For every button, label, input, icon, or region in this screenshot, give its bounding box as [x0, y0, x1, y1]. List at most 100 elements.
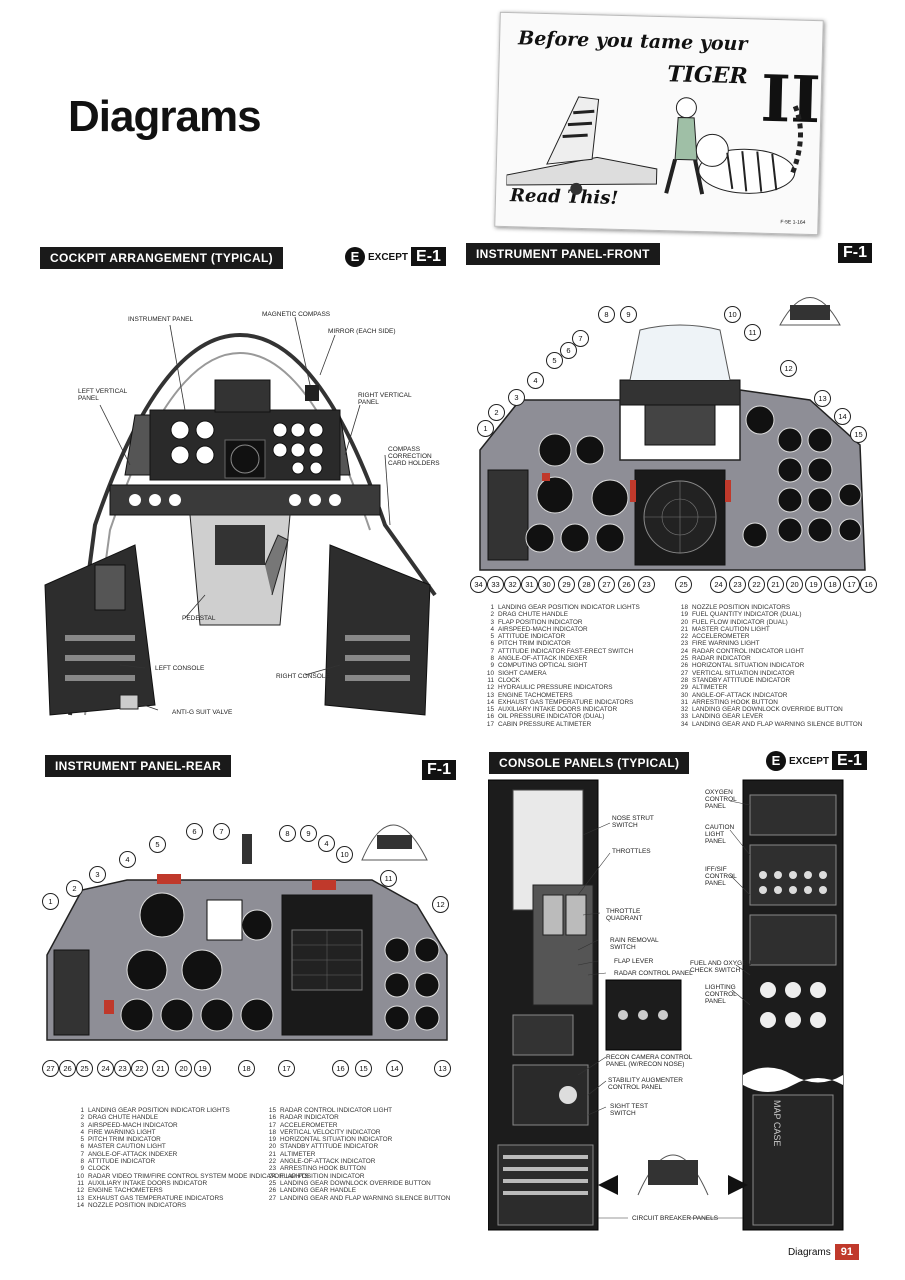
legend-number: 8	[490, 655, 494, 663]
rear-callout-b1: 27	[42, 1060, 59, 1077]
label-caution-light-panel: CAUTION LIGHT PANEL	[705, 824, 735, 845]
front-callout-14: 14	[834, 408, 851, 425]
legend-text: MASTER CAUTION LIGHT	[692, 625, 770, 633]
front-callout-b19: 17	[843, 576, 860, 593]
rear-callout-b8: 20	[175, 1060, 192, 1077]
legend-text: ATTITUDE INDICATOR	[88, 1158, 156, 1166]
legend-number: 30	[680, 691, 688, 699]
page-title: Diagrams	[68, 92, 262, 141]
label-anti-g-suit-valve: ANTI-G SUIT VALVE	[172, 709, 233, 716]
legend-number: 19	[680, 611, 688, 619]
rear-callout-b10: 18	[238, 1060, 255, 1077]
front-callout-b10: 23	[638, 576, 655, 593]
label-right-vertical-panel: RIGHT VERTICAL PANEL	[358, 392, 412, 406]
front-header: INSTRUMENT PANEL-FRONT	[466, 243, 660, 265]
label-magnetic-compass: MAGNETIC COMPASS	[262, 311, 331, 318]
console-illustration	[488, 779, 844, 1231]
front-callout-b20: 16	[860, 576, 877, 593]
cockpit-illustration	[44, 316, 437, 716]
label-left-console: LEFT CONSOLE	[155, 665, 205, 672]
label-lighting-control-panel: LIGHTING CONTROL PANEL	[705, 984, 737, 1005]
legend-text: FLAP POSITION INDICATOR	[280, 1172, 365, 1180]
front-callout-b6: 29	[558, 576, 575, 593]
legend-number: 2	[490, 611, 494, 619]
front-callout-b3: 32	[504, 576, 521, 593]
rear-header: INSTRUMENT PANEL-REAR	[45, 755, 232, 777]
legend-text: CLOCK	[498, 676, 521, 684]
legend-number: 11	[77, 1179, 84, 1187]
legend-text: ACCELEROMETER	[280, 1121, 338, 1129]
legend-number: 2	[80, 1114, 84, 1122]
legend-number: 33	[680, 713, 688, 721]
label-instrument-panel: INSTRUMENT PANEL	[128, 316, 194, 323]
legend-text: SIGHT CAMERA	[498, 669, 547, 677]
legend-number: 25	[268, 1179, 276, 1187]
front-callout-b18: 18	[824, 576, 841, 593]
rear-callout-4b: 4	[318, 835, 335, 852]
legend-text: NOZZLE POSITION INDICATORS	[692, 604, 791, 611]
legend-number: 6	[80, 1143, 84, 1151]
legend-number: 24	[268, 1172, 276, 1180]
front-callout-12: 12	[780, 360, 797, 377]
legend-text: ATTITUDE INDICATOR	[498, 633, 566, 641]
front-callout-b1: 34	[470, 576, 487, 593]
rear-callout-b12: 16	[332, 1060, 349, 1077]
rear-callout-b14: 14	[386, 1060, 403, 1077]
front-callout-4: 4	[527, 372, 544, 389]
front-panel-illustration	[479, 297, 866, 571]
rear-callout-8: 8	[279, 825, 296, 842]
front-callout-b11: 25	[675, 576, 692, 593]
legend-text: HORIZONTAL SITUATION INDICATOR	[280, 1136, 393, 1144]
legend-text: AUXILIARY INTAKE DOORS INDICATOR	[498, 706, 618, 714]
legend-text: STANDBY ATTITUDE INDICATOR	[692, 676, 791, 684]
page-number: 91	[834, 1244, 859, 1260]
legend-text: RADAR CONTROL INDICATOR LIGHT	[280, 1107, 393, 1114]
rear-callout-7: 7	[213, 823, 230, 840]
rear-callout-b2: 26	[59, 1060, 76, 1077]
legend-number: 19	[268, 1136, 276, 1144]
legend-number: 16	[268, 1114, 276, 1122]
rear-model-badge: F-1	[422, 760, 456, 780]
rear-callout-1: 1	[42, 893, 59, 910]
legend-number: 20	[268, 1143, 276, 1151]
rear-callout-10: 10	[336, 846, 353, 863]
front-callout-5: 5	[546, 352, 563, 369]
legend-text: FIRE WARNING LIGHT	[692, 640, 760, 648]
legend-number: 31	[680, 698, 688, 706]
legend-item: 11 AUXILIARY INTAKE DOORS INDICATOR	[70, 1180, 309, 1187]
legend-text: ANGLE-OF-ATTACK INDEXER	[88, 1150, 178, 1158]
legend-text: HYDRAULIC PRESSURE INDICATORS	[498, 684, 613, 692]
front-callout-b12: 24	[710, 576, 727, 593]
poster-line2: TIGER	[666, 61, 749, 90]
legend-text: LANDING GEAR DOWNLOCK OVERRIDE BUTTON	[692, 706, 843, 714]
legend-item: 19 HORIZONTAL SITUATION INDICATOR	[262, 1136, 450, 1143]
legend-text: AUXILIARY INTAKE DOORS INDICATOR	[88, 1179, 208, 1187]
front-callout-b16: 20	[786, 576, 803, 593]
console-e-badge: E	[766, 751, 786, 771]
rear-callout-b6: 22	[131, 1060, 148, 1077]
front-callout-13: 13	[814, 390, 831, 407]
